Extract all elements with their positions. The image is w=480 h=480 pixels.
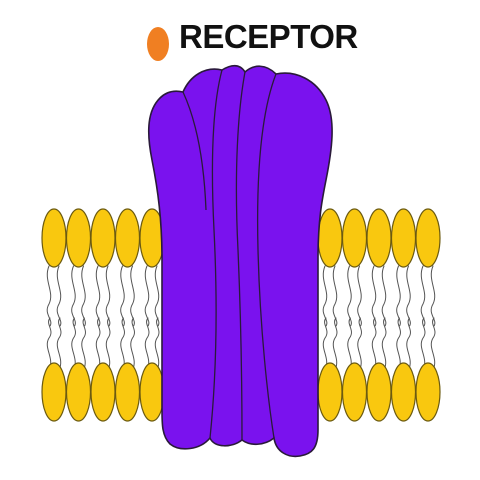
lipid-tail xyxy=(347,265,352,327)
lipid-tail xyxy=(322,317,328,371)
lipid-tail xyxy=(105,265,111,327)
receptor-subunit-line-3 xyxy=(256,73,277,439)
lipid-tail xyxy=(154,265,160,327)
lipid-tail xyxy=(81,265,86,327)
receptor-subunit-line-4 xyxy=(182,91,207,211)
lipid-tail xyxy=(95,265,101,327)
lipid-tail xyxy=(357,317,362,371)
lipid-tail xyxy=(130,265,135,327)
lipid-head xyxy=(341,208,368,268)
lipid-tails-left xyxy=(46,265,160,371)
lipid-tail xyxy=(105,317,111,371)
lipid-tail xyxy=(396,265,401,327)
lipid-tail xyxy=(81,317,86,371)
lipid-head xyxy=(390,208,417,268)
lipid-head xyxy=(366,362,392,422)
lipid-tail xyxy=(71,265,76,327)
lipid-heads-left-top xyxy=(41,208,165,268)
lipid-head xyxy=(415,208,441,268)
lipid-head xyxy=(114,362,141,422)
lipid-head xyxy=(366,208,392,268)
receptor-protein xyxy=(147,64,333,458)
lipid-tail xyxy=(46,317,52,371)
lipid-tail xyxy=(154,317,160,371)
lipid-tail xyxy=(332,317,338,371)
lipid-tail xyxy=(420,265,426,327)
lipid-tail xyxy=(130,317,135,371)
lipid-tails-right xyxy=(322,265,436,371)
lipid-head xyxy=(317,208,343,268)
lipid-tail xyxy=(420,317,426,371)
lipid-tail xyxy=(381,265,387,327)
receptor-body xyxy=(147,64,333,458)
lipid-head xyxy=(65,362,92,422)
lipid-tail xyxy=(322,265,328,327)
lipid-head xyxy=(139,362,165,422)
lipid-tail xyxy=(371,265,377,327)
lipid-tail xyxy=(71,317,76,371)
lipid-tail xyxy=(371,317,377,371)
lipid-head xyxy=(90,208,116,268)
lipid-tail xyxy=(396,317,401,371)
lipid-tail xyxy=(357,265,362,327)
lipid-tail xyxy=(381,317,387,371)
lipid-tail xyxy=(144,317,150,371)
lipid-head xyxy=(41,208,67,268)
lipid-tail xyxy=(332,265,338,327)
lipid-head xyxy=(114,208,141,268)
lipid-head xyxy=(317,362,343,422)
lipid-tail xyxy=(406,265,411,327)
lipid-tail xyxy=(56,317,62,371)
lipid-head xyxy=(415,362,441,422)
receptor-subunit-line-2 xyxy=(235,71,246,441)
diagram-title: RECEPTOR xyxy=(179,18,358,55)
lipid-head xyxy=(90,362,116,422)
lipid-heads-right-top xyxy=(317,208,441,268)
lipid-head xyxy=(390,362,417,422)
lipid-head xyxy=(65,208,92,268)
lipid-tail xyxy=(120,317,125,371)
lipid-tail xyxy=(56,265,62,327)
lipid-head xyxy=(41,362,67,422)
lipid-head xyxy=(341,362,368,422)
lipid-tail xyxy=(406,317,411,371)
receptor-subunit-line-1 xyxy=(209,69,223,439)
lipid-tail xyxy=(430,265,436,327)
lipid-tail xyxy=(430,317,436,371)
lipid-tail xyxy=(46,265,52,327)
orange-dot-icon xyxy=(147,27,169,61)
lipid-tail xyxy=(347,317,352,371)
lipid-tail xyxy=(120,265,125,327)
lipid-heads-left-bottom xyxy=(41,362,165,422)
lipid-heads-right-bottom xyxy=(317,362,441,422)
lipid-tail xyxy=(95,317,101,371)
lipid-tail xyxy=(144,265,150,327)
